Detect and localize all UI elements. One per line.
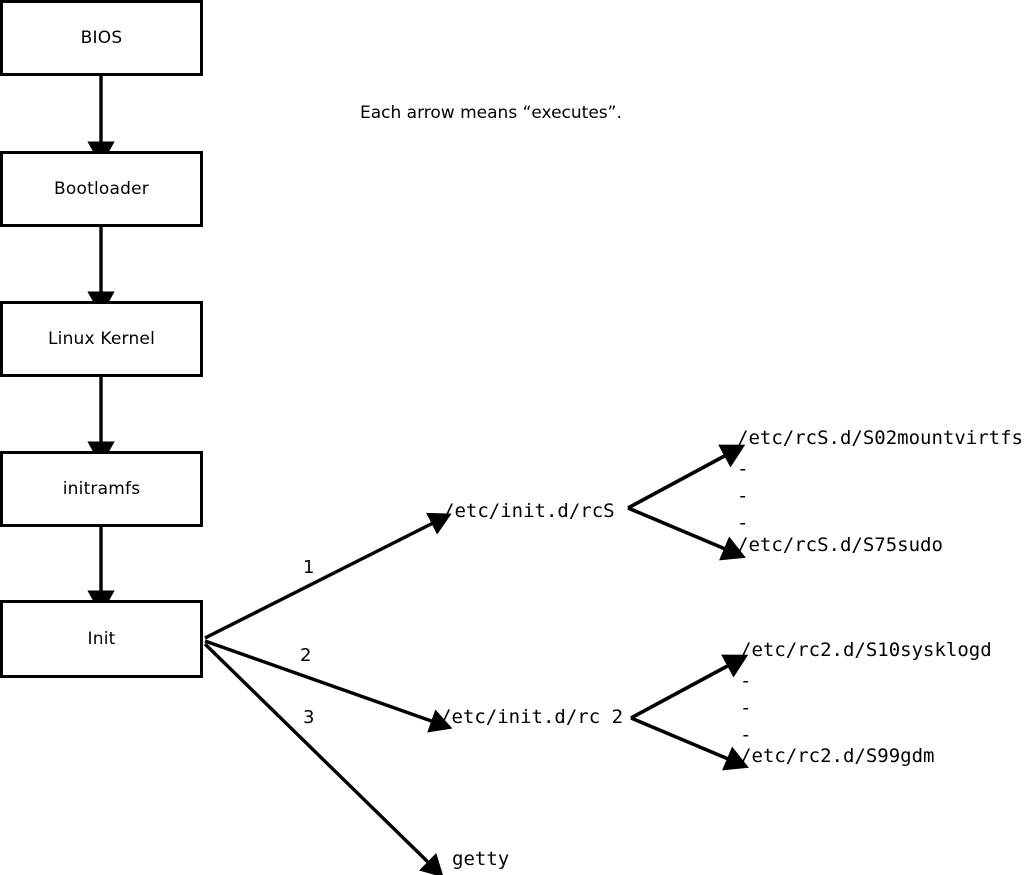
- init-branch-arrow-1: [204, 512, 452, 640]
- process-box-init: Init: [0, 600, 203, 678]
- script-item-last-1: /etc/rc2.d/S99gdm: [740, 745, 935, 767]
- branch-order-number-3: 3: [303, 707, 315, 728]
- process-box-linux-kernel: Linux Kernel: [0, 301, 203, 377]
- process-box-label: Init: [87, 629, 116, 649]
- script-arrow-last-0: [627, 506, 746, 561]
- script-item-first-1: /etc/rc2.d/S10sysklogd: [740, 639, 992, 661]
- script-arrow-last-1: [630, 716, 749, 771]
- init-branch-arrows: [203, 512, 453, 875]
- diagram-caption: Each arrow means “executes”.: [360, 103, 622, 123]
- branch-order-number-2: 2: [300, 645, 312, 666]
- script-ellipsis-dash: -: [737, 458, 749, 480]
- process-box-bootloader: Bootloader: [0, 151, 203, 227]
- branch-target-label-3: getty: [452, 848, 510, 870]
- process-box-label: Bootloader: [54, 179, 149, 199]
- script-ellipsis-dash: -: [737, 512, 749, 534]
- script-item-last-0: /etc/rcS.d/S75sudo: [737, 534, 943, 556]
- branch-order-number-1: 1: [303, 557, 315, 578]
- process-box-label: BIOS: [80, 28, 123, 48]
- script-arrow-first-0: [627, 444, 746, 510]
- script-item-first-0: /etc/rcS.d/S02mountvirtfs: [737, 427, 1023, 449]
- script-arrow-first-1: [630, 654, 749, 720]
- branch-target-label-1: /etc/init.d/rcS: [443, 500, 615, 522]
- script-ellipsis-dash: -: [740, 697, 752, 719]
- init-branch-arrow-2: [204, 639, 453, 733]
- script-fan-arrows: [627, 444, 749, 771]
- script-ellipsis-dash: -: [740, 724, 752, 746]
- process-box-bios: BIOS: [0, 0, 203, 76]
- process-box-initramfs: initramfs: [0, 451, 203, 527]
- script-ellipsis-dash: -: [740, 670, 752, 692]
- script-ellipsis-dash: -: [737, 485, 749, 507]
- process-box-label: initramfs: [62, 479, 141, 499]
- process-box-label: Linux Kernel: [47, 329, 155, 349]
- branch-target-label-2: /etc/init.d/rc 2: [440, 706, 624, 728]
- init-branch-arrow-3: [203, 642, 444, 875]
